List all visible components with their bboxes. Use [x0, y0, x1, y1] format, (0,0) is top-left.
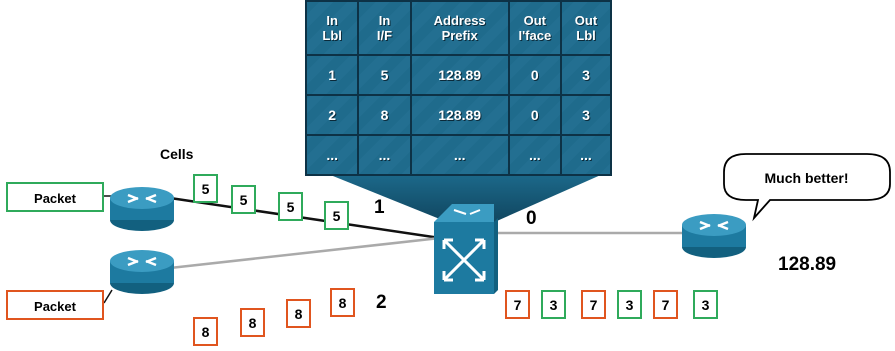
speech-bubble-text: Much better!: [764, 170, 849, 186]
cell-bottom: 8: [240, 308, 265, 337]
table-cell: ...: [507, 134, 563, 176]
table-cell: 3: [560, 94, 612, 136]
packet-box-top: Packet: [6, 182, 104, 212]
table-row: 1 5 128.89 0 3: [304, 54, 612, 96]
link-bottom: [169, 236, 441, 270]
table-cell: 0: [507, 54, 563, 96]
port-label-0: 0: [526, 208, 537, 229]
table-cell: ...: [357, 134, 412, 176]
table-row: ... ... ... ... ...: [304, 134, 612, 176]
cell-top: 5: [231, 185, 256, 214]
cell-bottom: 8: [193, 317, 218, 346]
table-cell: ...: [409, 134, 510, 176]
table-cell: 3: [560, 54, 612, 96]
port-label-1: 1: [374, 197, 385, 218]
table-cell: ...: [560, 134, 612, 176]
cell-out: 7: [581, 290, 606, 319]
table-cell: 128.89: [409, 94, 510, 136]
cell-out: 3: [617, 290, 642, 319]
table-cell: 8: [357, 94, 412, 136]
cell-out: 3: [541, 290, 566, 319]
table-funnel: [318, 170, 612, 232]
port-label-2: 2: [376, 292, 387, 313]
table-cell: ...: [304, 134, 360, 176]
packet-box-bottom: Packet: [6, 290, 104, 320]
router-icon: [682, 214, 746, 258]
destination-prefix: 128.89: [778, 254, 837, 275]
table-row: 2 8 128.89 0 3: [304, 94, 612, 136]
packet-connector-bottom: [103, 289, 113, 304]
table-cell: 1: [304, 54, 360, 96]
cell-bottom: 8: [330, 288, 355, 317]
speech-bubble: [723, 153, 891, 222]
router-icon: [110, 250, 174, 294]
link-top: [169, 196, 441, 240]
table-cell: 128.89: [409, 54, 510, 96]
table-cell: 5: [357, 54, 412, 96]
table-cell: 0: [507, 94, 563, 136]
cell-out: 7: [653, 290, 678, 319]
cells-label: Cells: [160, 146, 194, 162]
cell-bottom: 8: [286, 299, 311, 328]
router-icon: [110, 187, 174, 231]
atm-switch-icon: [434, 204, 498, 294]
cell-top: 5: [193, 174, 218, 203]
cell-out: 7: [505, 290, 530, 319]
table-cell: 2: [304, 94, 360, 136]
cell-top: 5: [324, 201, 349, 230]
cell-top: 5: [278, 192, 303, 221]
cell-out: 3: [693, 290, 718, 319]
